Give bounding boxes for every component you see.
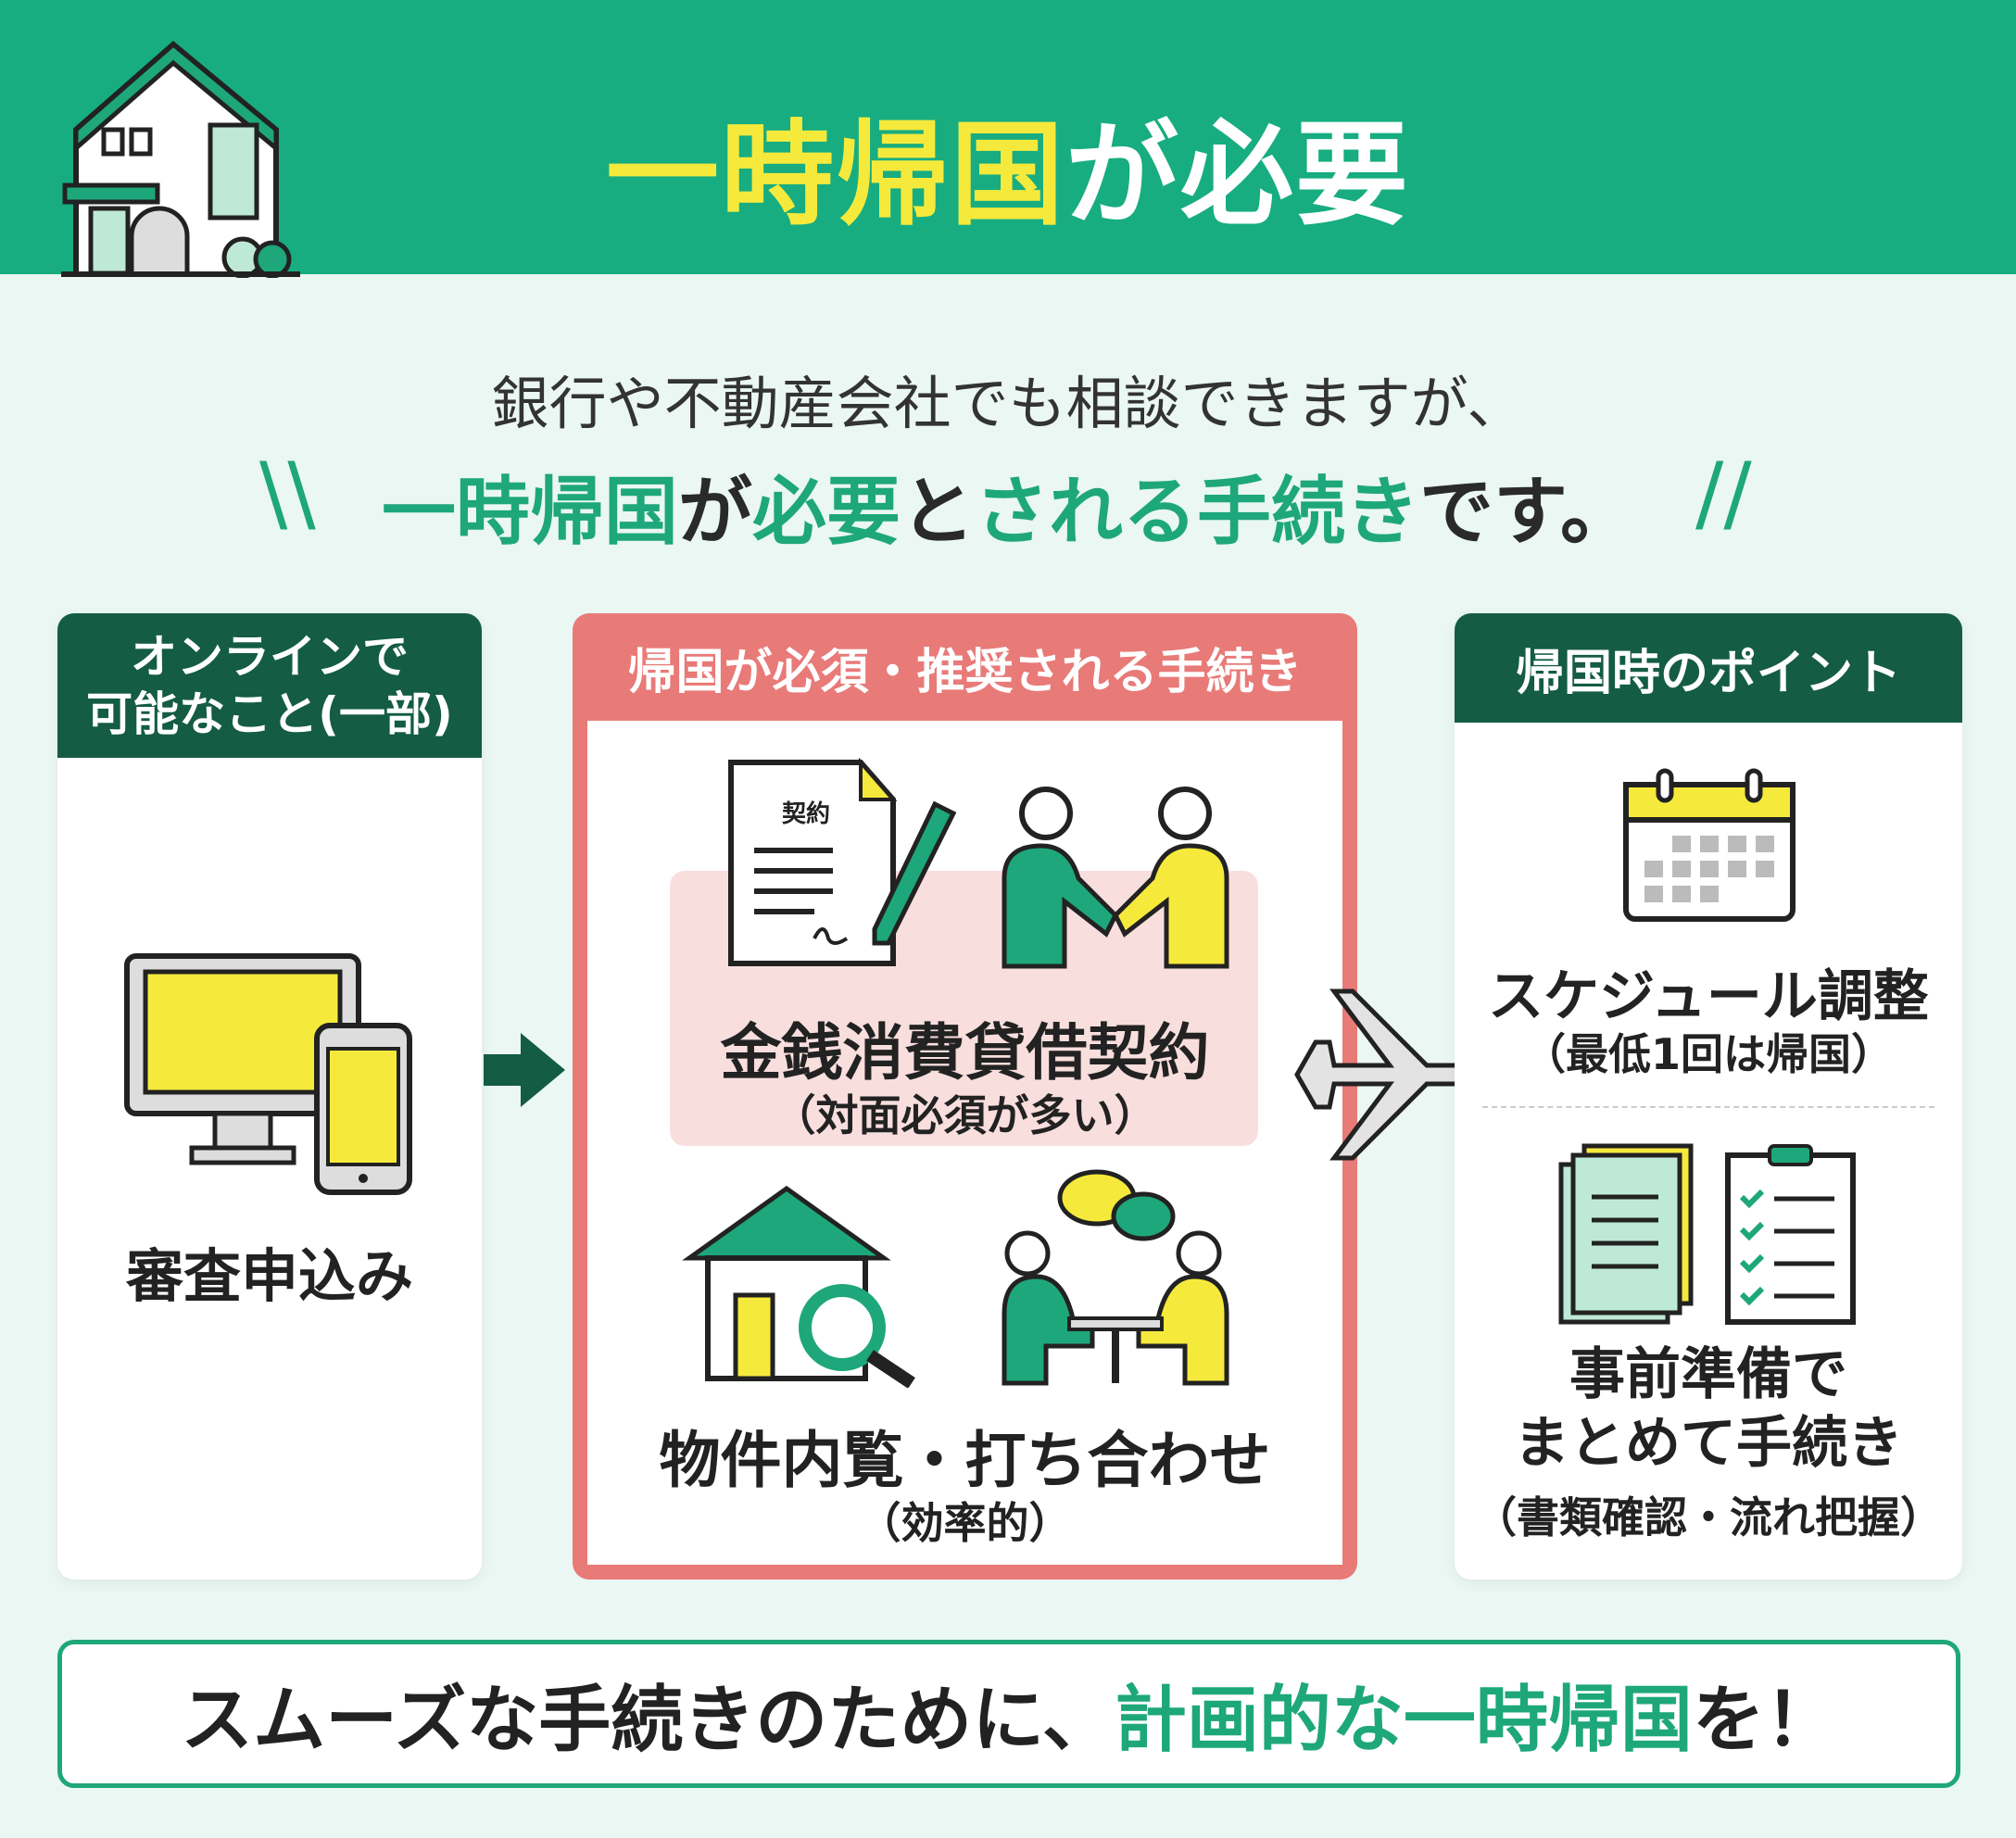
text: 一時帰国 xyxy=(382,469,678,555)
computer-phone-icon xyxy=(124,953,412,1195)
text: 計画的な一時帰国 xyxy=(1114,1679,1693,1762)
title-highlight: 一時帰国 xyxy=(606,109,1065,241)
house-search-icon xyxy=(682,1185,915,1388)
online-card-header: オンラインで可能なこと(一部) xyxy=(57,613,482,758)
deco-right: // xyxy=(1695,445,1752,542)
points-card: 帰国時のポイント スケジュール調整 （最低1回は帰国） 事前準備でまとめて手続き… xyxy=(1455,613,1962,1580)
viewing-label: 物件内覧・打ち合わせ xyxy=(659,1425,1271,1496)
points-card-header: 帰国時のポイント xyxy=(1455,613,1962,723)
prep-label: 事前準備でまとめて手続き xyxy=(1455,1341,1962,1478)
intro-line1: 銀行や不動産会社でも相談できますが、 xyxy=(491,370,1525,437)
contract-sign-icon xyxy=(728,758,957,966)
documents-checklist-icon xyxy=(1558,1143,1856,1325)
required-card-body: 契約 金銭消費貸借契約 （対面必須が多い） 物件内覧・打ち合わせ （効率的） xyxy=(587,721,1342,1565)
required-card: 帰国が必須・推奨される手続き 契約 金銭消費貸借契約 （対面必須が多い） 物件内… xyxy=(573,613,1357,1580)
online-card: オンラインで可能なこと(一部) 審査申込み xyxy=(57,613,482,1580)
schedule-label: スケジュール調整 xyxy=(1488,964,1929,1029)
arrow-right-icon xyxy=(484,1033,565,1107)
header-banner xyxy=(0,0,2016,274)
prep-note: （書類確認・流れ把握） xyxy=(1474,1492,1943,1542)
text: 事前準備で xyxy=(1569,1342,1847,1407)
closing-message: スムーズな手続きのために、計画的な一時帰国を！ xyxy=(57,1640,1960,1788)
required-card-header: 帰国が必須・推奨される手続き xyxy=(627,644,1303,700)
divider xyxy=(1482,1106,1934,1108)
doc-label: 契約 xyxy=(782,800,831,828)
schedule-note: （最低1回は帰国） xyxy=(1522,1029,1894,1079)
page-title: 一時帰国が必要 xyxy=(0,83,2016,247)
text: を！ xyxy=(1692,1679,1837,1762)
text: 可能なこと(一部) xyxy=(86,687,453,741)
text: スムーズな手続きのために、 xyxy=(181,1679,1115,1762)
text: です。 xyxy=(1419,469,1634,555)
online-item-label: 審査申込み xyxy=(125,1242,413,1310)
text: と xyxy=(901,469,975,555)
meeting-icon xyxy=(1002,1169,1229,1386)
title-rest: が必要 xyxy=(1065,109,1410,241)
contract-label: 金銭消費貸借契約 xyxy=(720,1017,1210,1089)
text: が xyxy=(678,469,752,555)
text: オンラインで xyxy=(131,630,409,684)
text: まとめて手続き xyxy=(1514,1411,1903,1476)
text: される手続き xyxy=(975,469,1419,555)
handshake-icon xyxy=(1002,787,1229,969)
deco-left: \\ xyxy=(259,445,316,542)
viewing-note: （効率的） xyxy=(858,1498,1072,1548)
text: 必要 xyxy=(752,469,901,555)
intro-line2: 一時帰国が必要とされる手続きです。 xyxy=(0,452,2016,560)
airplane-icon xyxy=(1294,988,1466,1161)
contract-note: （対面必須が多い） xyxy=(773,1090,1157,1140)
house-icon xyxy=(61,41,300,278)
calendar-icon xyxy=(1623,768,1796,922)
